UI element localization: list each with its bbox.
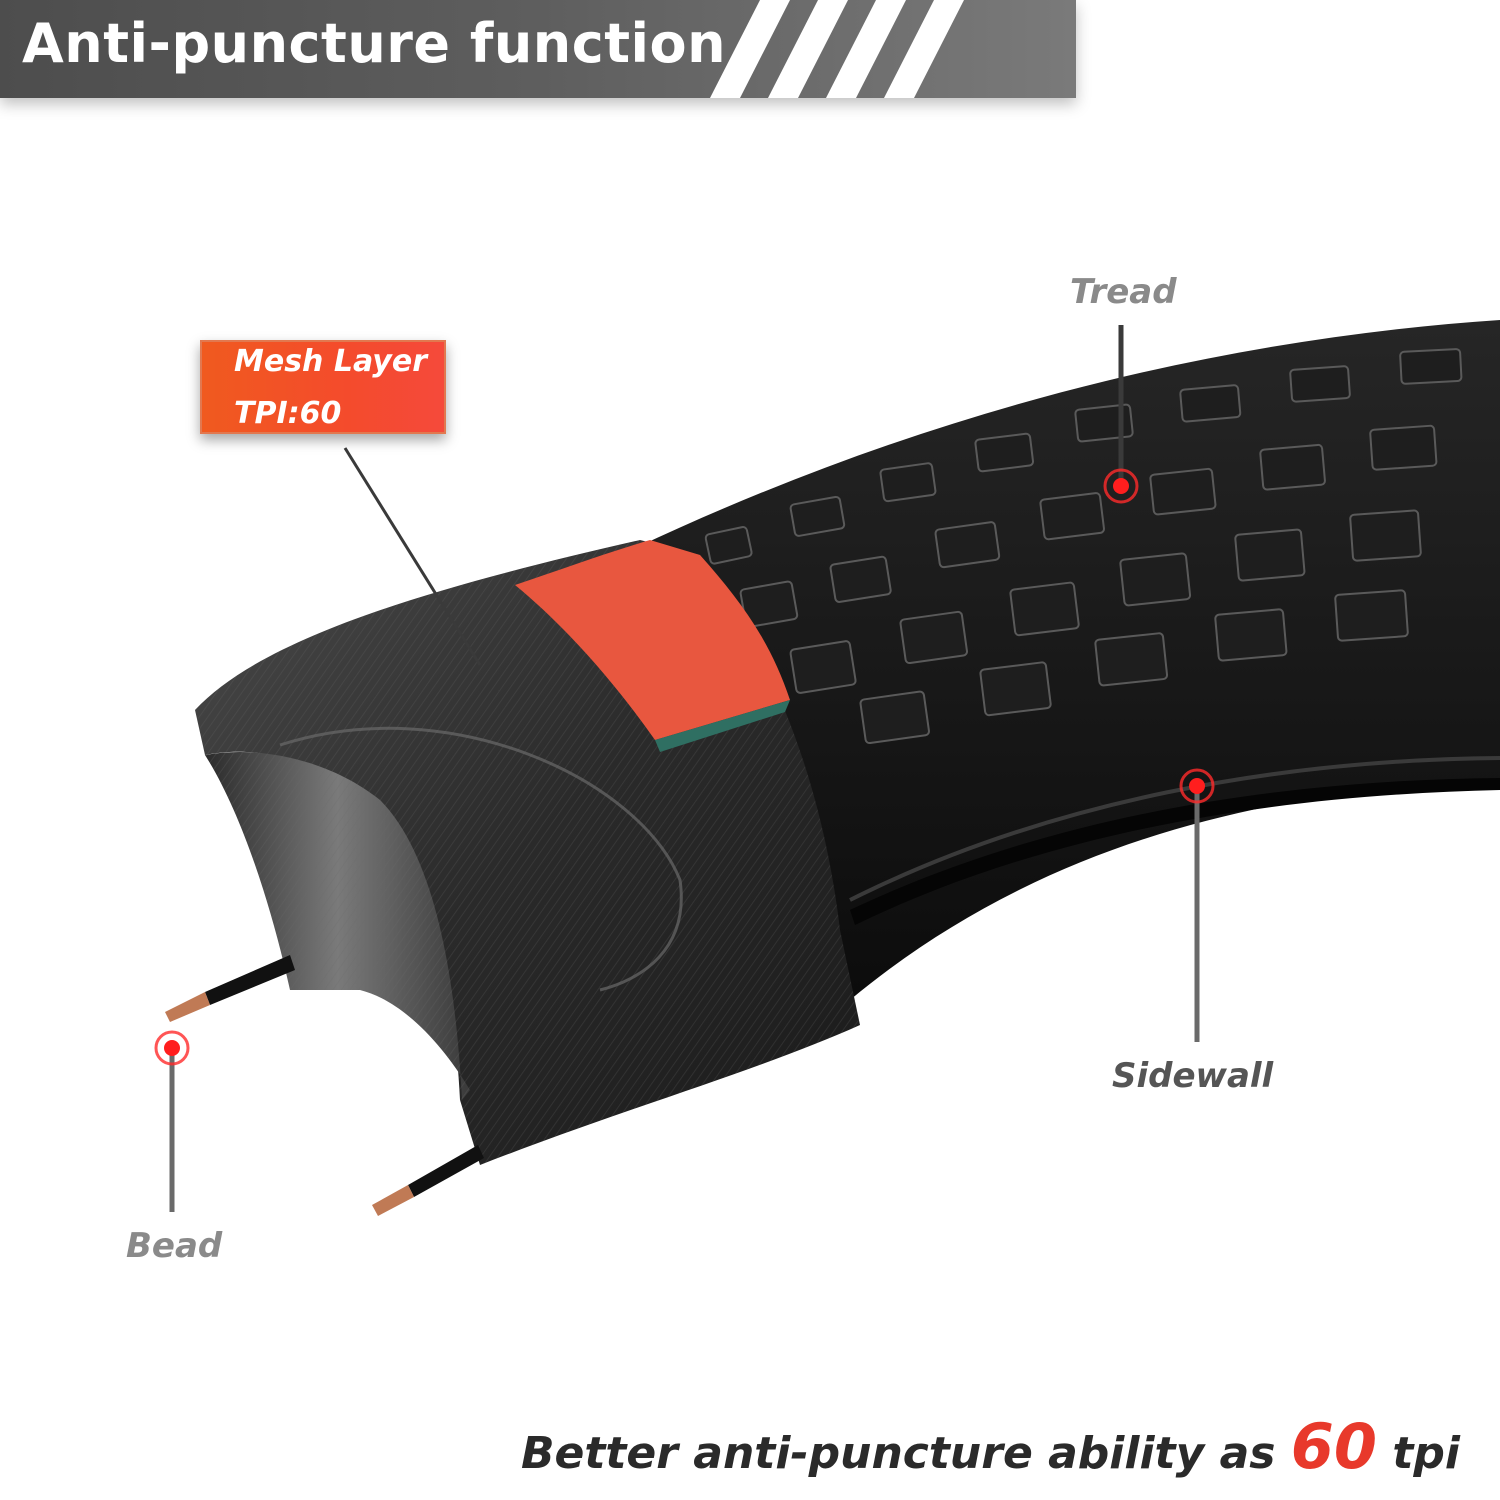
tread-knobs [704, 348, 1463, 745]
tagline-number: 60 [1290, 1410, 1378, 1483]
sidewall-label: Sidewall [1112, 1056, 1274, 1096]
tagline-prefix: Better anti-puncture ability as [520, 1428, 1291, 1479]
bead-label: Bead [126, 1226, 223, 1266]
mesh-layer [515, 540, 790, 740]
banner-title: Anti-puncture function [22, 12, 727, 75]
callout-tpi: TPI:60 [234, 396, 342, 431]
banner-stripes [710, 0, 964, 98]
bead-wires [165, 955, 484, 1216]
tagline: Better anti-puncture ability as 60 tpi [521, 1410, 1460, 1483]
tagline-suffix: tpi [1377, 1428, 1460, 1479]
bead-marker-icon [154, 1030, 190, 1066]
mesh-pointer-line [343, 447, 482, 666]
callout-title: Mesh Layer [234, 344, 427, 379]
sidewall-edge [849, 756, 1500, 902]
tire-body [610, 320, 1500, 1000]
tread-marker-icon [1103, 468, 1139, 504]
tread-label: Tread [1070, 272, 1177, 312]
mesh-layer-callout: Mesh Layer TPI:60 [200, 340, 446, 434]
sidewall-marker-icon [1179, 768, 1215, 804]
header-banner: Anti-puncture function [0, 0, 1076, 98]
